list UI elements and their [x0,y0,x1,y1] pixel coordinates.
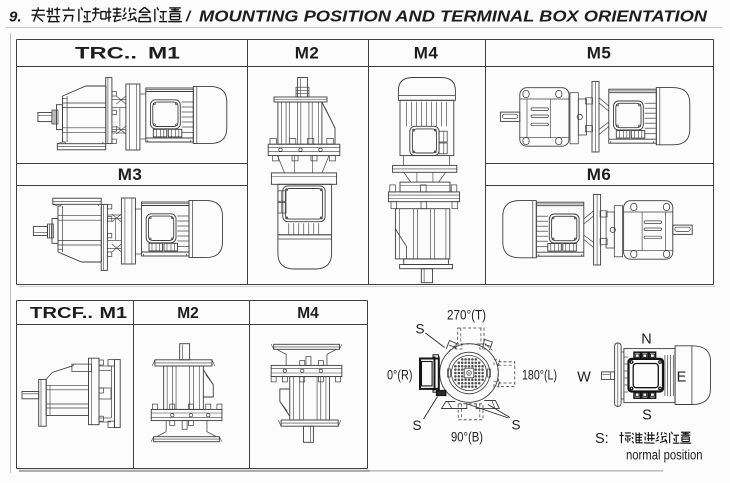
svg-text:TRC..: TRC.. [75,44,137,63]
svg-text:270°(T): 270°(T) [447,307,486,323]
svg-text:TRCF..: TRCF.. [30,305,93,322]
svg-text:180°(L): 180°(L) [522,367,557,383]
svg-text:M3: M3 [118,165,143,184]
svg-text:0°(R): 0°(R) [387,367,413,383]
svg-text:M1: M1 [148,44,180,63]
svg-text:E: E [677,370,687,386]
svg-text:M5: M5 [587,44,612,63]
svg-text:M6: M6 [587,165,612,184]
svg-text:normal position: normal position [626,448,703,463]
svg-text:90°(B): 90°(B) [451,429,483,445]
svg-text:M2: M2 [177,305,199,322]
svg-text:S: S [642,408,652,424]
svg-text:M4: M4 [414,44,439,63]
svg-text:S: S [412,418,421,433]
svg-text:/: / [185,9,192,26]
svg-text:S: S [511,418,520,433]
svg-text:S:: S: [595,431,609,447]
svg-text:MOUNTING POSITION AND TERMINAL: MOUNTING POSITION AND TERMINAL BOX ORIEN… [199,9,708,26]
svg-text:N: N [641,332,651,348]
svg-text:M2: M2 [295,44,320,63]
svg-text:M1: M1 [100,305,128,322]
svg-text:M4: M4 [297,305,319,322]
svg-text:W: W [577,370,591,386]
svg-text:9.: 9. [9,9,22,26]
svg-text:S: S [415,322,424,337]
